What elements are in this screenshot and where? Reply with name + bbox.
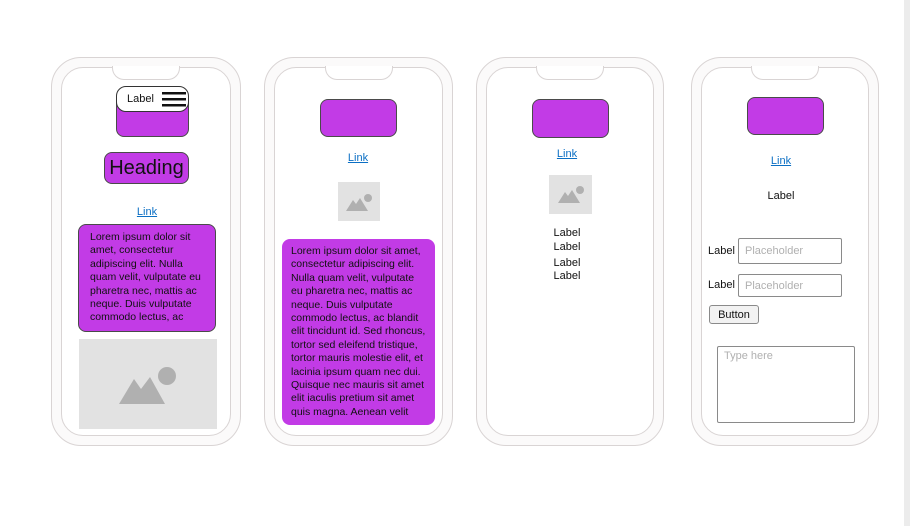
phone-mockup-3: Link Label Label Label Label [476,57,664,446]
phone-mockup-4: Link Label Label Placeholder Label Place… [691,57,879,446]
label: Label [553,227,581,239]
text-input[interactable]: Placeholder [738,238,842,264]
link[interactable]: Link [770,155,792,167]
label: Label [553,241,581,253]
phone-notch [112,66,180,80]
link[interactable]: Link [556,148,578,160]
header-block [320,99,397,137]
label: Label [767,190,795,202]
link[interactable]: Link [136,206,158,218]
text-input[interactable]: Placeholder [738,274,842,297]
page-heading: Heading [104,152,189,184]
image-placeholder-icon [79,339,217,429]
field-label: Label [708,279,735,291]
phone-notch [536,66,604,80]
heading-text: Heading [109,156,184,179]
textarea-placeholder: Type here [724,350,773,362]
navbar-label: Label [127,93,154,105]
paragraph-text: Lorem ipsum dolor sit amet, consectetur … [291,245,426,418]
link[interactable]: Link [347,152,369,164]
textarea[interactable]: Type here [717,346,855,423]
vertical-scrollbar[interactable] [904,0,910,526]
field-label: Label [708,245,735,257]
paragraph-text: Lorem ipsum dolor sit amet, consectetur … [90,231,201,324]
header-block [532,99,609,138]
header-block [747,97,824,135]
phone-mockup-2: Link Lorem ipsum dolor sit amet, consect… [264,57,453,446]
image-placeholder-icon [338,182,380,221]
label: Label [553,257,581,269]
button[interactable]: Button [709,305,759,324]
label: Label [553,270,581,282]
phone-notch [751,66,819,80]
hamburger-menu-icon[interactable] [161,91,186,107]
paragraph-block: Lorem ipsum dolor sit amet, consectetur … [78,224,216,332]
phone-mockup-1: Label Heading Link Lorem ipsum dolor sit… [51,57,241,446]
navbar: Label [116,86,189,112]
input-placeholder: Placeholder [745,279,804,292]
paragraph-block: Lorem ipsum dolor sit amet, consectetur … [282,239,435,425]
phone-notch [324,66,393,80]
input-placeholder: Placeholder [745,245,804,257]
image-placeholder-icon [549,175,592,214]
